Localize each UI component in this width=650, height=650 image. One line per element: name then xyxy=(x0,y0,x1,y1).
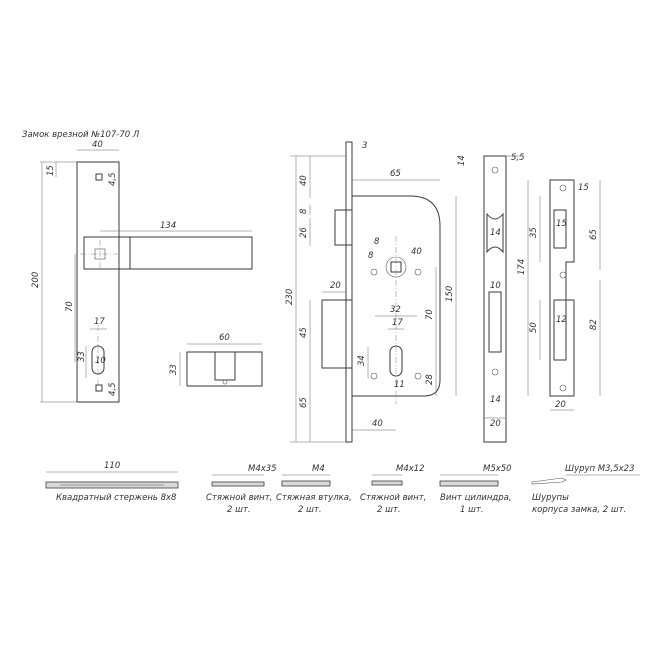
faceplate-outline xyxy=(483,155,507,443)
svg-text:14: 14 xyxy=(490,228,501,238)
svg-text:50: 50 xyxy=(529,322,539,333)
handle-lever xyxy=(83,236,253,270)
svg-text:65: 65 xyxy=(299,397,309,408)
svg-text:8: 8 xyxy=(368,251,374,261)
svg-text:15: 15 xyxy=(46,165,56,176)
svg-text:5,5: 5,5 xyxy=(511,153,525,163)
svg-text:15: 15 xyxy=(578,183,589,193)
cylinder-body xyxy=(186,351,263,387)
svg-text:Шуруп М3,5х23: Шуруп М3,5х23 xyxy=(565,464,635,474)
svg-text:8: 8 xyxy=(374,237,380,247)
svg-text:4,5: 4,5 xyxy=(108,382,118,396)
svg-text:33: 33 xyxy=(169,364,179,375)
part-wood-screw: Шуруп М3,5х23 Шурупы корпуса замка, 2 шт… xyxy=(531,464,640,515)
svg-text:8: 8 xyxy=(299,208,309,214)
strike-bolt-opening xyxy=(553,299,567,361)
svg-text:20: 20 xyxy=(490,419,501,429)
part-cylinder-screw-m5x50: M5x50 Винт цилиндра, 1 шт. xyxy=(439,464,512,515)
svg-text:45: 45 xyxy=(299,327,309,338)
faceplate-view: 5,5 14 14 10 14 20 xyxy=(457,153,525,443)
svg-text:28: 28 xyxy=(425,374,435,385)
svg-text:Стяжной винт,: Стяжной винт, xyxy=(206,493,272,503)
svg-text:20: 20 xyxy=(330,281,341,291)
handle-screw-hole-bottom xyxy=(95,384,103,392)
svg-text:33: 33 xyxy=(77,351,87,362)
handle-cylinder-cutout xyxy=(91,345,105,375)
faceplate-latch-opening xyxy=(486,212,504,254)
svg-text:70: 70 xyxy=(65,301,75,312)
svg-text:15: 15 xyxy=(556,219,567,229)
cylinder-cam xyxy=(214,351,236,381)
svg-text:65: 65 xyxy=(589,229,599,240)
faceplate-screw-top xyxy=(491,166,499,174)
svg-text:M4x12: M4x12 xyxy=(396,464,425,474)
svg-text:14: 14 xyxy=(457,155,467,166)
svg-text:Шурупы: Шурупы xyxy=(532,493,569,503)
svg-text:14: 14 xyxy=(490,395,501,405)
part-square-rod: 110 Квадратный стержень 8х8 xyxy=(45,461,179,503)
handle-plate xyxy=(76,161,120,403)
svg-text:10: 10 xyxy=(95,356,106,366)
svg-text:40: 40 xyxy=(299,175,309,186)
svg-text:Квадратный стержень 8х8: Квадратный стержень 8х8 xyxy=(56,493,177,503)
svg-text:17: 17 xyxy=(392,318,403,328)
drawing-title: Замок врезной №107-70 Л xyxy=(22,130,140,140)
strike-latch-opening xyxy=(553,209,567,249)
lock-faceplate xyxy=(345,141,353,443)
cylinder-view: 60 33 xyxy=(169,333,263,387)
svg-text:200: 200 xyxy=(31,272,41,288)
parts-list: 110 Квадратный стержень 8х8 M4x35 Стяжно… xyxy=(45,461,640,515)
lock-latch xyxy=(334,209,353,246)
part-sleeve-m4: M4 Стяжная втулка, 2 шт. xyxy=(276,464,352,515)
lock-cylinder-cutout xyxy=(389,345,403,377)
svg-text:M5x50: M5x50 xyxy=(483,464,512,474)
svg-text:2 шт.: 2 шт. xyxy=(298,505,322,515)
svg-text:12: 12 xyxy=(556,315,567,325)
svg-text:40: 40 xyxy=(92,140,103,150)
part-screw-m4x12: M4x12 Стяжной винт, 2 шт. xyxy=(360,464,426,515)
svg-text:230: 230 xyxy=(285,289,295,305)
svg-text:11: 11 xyxy=(394,380,405,390)
handle-view: 40 200 15 4,5 4,5 134 70 17 33 10 xyxy=(31,140,253,403)
svg-text:10: 10 xyxy=(490,281,501,291)
svg-text:70: 70 xyxy=(425,309,435,320)
lock-body-view: 3 65 230 40 8 26 20 45 65 8 8 40 150 70 … xyxy=(285,141,457,443)
svg-text:65: 65 xyxy=(390,169,401,179)
svg-text:174: 174 xyxy=(517,259,527,275)
square-spindle-hole xyxy=(94,248,106,260)
svg-text:35: 35 xyxy=(529,227,539,238)
svg-text:17: 17 xyxy=(94,317,105,327)
svg-text:4,5: 4,5 xyxy=(108,172,118,186)
lock-deadbolt xyxy=(321,299,353,369)
svg-text:Винт цилиндра,: Винт цилиндра, xyxy=(440,493,512,503)
handle-screw-hole-top xyxy=(95,173,103,181)
svg-text:2 шт.: 2 шт. xyxy=(377,505,401,515)
svg-text:корпуса замка, 2 шт.: корпуса замка, 2 шт. xyxy=(532,505,626,515)
faceplate-bolt-opening xyxy=(488,291,502,353)
faceplate-screw-bottom xyxy=(491,368,499,376)
svg-text:134: 134 xyxy=(160,221,176,231)
svg-text:40: 40 xyxy=(411,247,422,257)
svg-text:82: 82 xyxy=(589,319,599,330)
strike-plate-view: 15 35 15 65 174 50 12 82 20 xyxy=(517,179,601,411)
svg-text:32: 32 xyxy=(390,305,401,315)
svg-text:1 шт.: 1 шт. xyxy=(460,505,484,515)
svg-text:110: 110 xyxy=(104,461,120,471)
svg-text:Стяжная втулка,: Стяжная втулка, xyxy=(276,493,352,503)
svg-text:150: 150 xyxy=(445,286,455,302)
svg-text:20: 20 xyxy=(555,400,566,410)
svg-text:40: 40 xyxy=(372,419,383,429)
part-screw-m4x35: M4x35 Стяжной винт, 2 шт. xyxy=(206,464,277,515)
lock-case xyxy=(351,195,441,397)
svg-text:M4x35: M4x35 xyxy=(248,464,277,474)
svg-text:60: 60 xyxy=(219,333,230,343)
svg-text:3: 3 xyxy=(362,141,367,151)
svg-text:Стяжной винт,: Стяжной винт, xyxy=(360,493,426,503)
svg-text:M4: M4 xyxy=(312,464,325,474)
svg-text:34: 34 xyxy=(357,355,367,366)
svg-text:2 шт.: 2 шт. xyxy=(227,505,251,515)
svg-text:26: 26 xyxy=(299,227,309,238)
